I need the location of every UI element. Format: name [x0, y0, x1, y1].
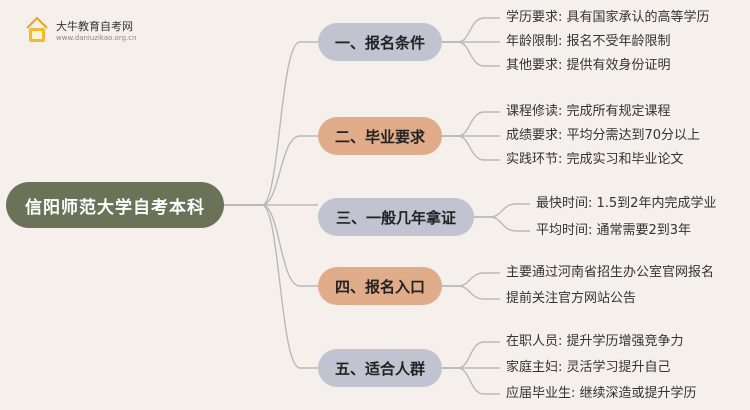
logo-url: www.daniuzikao.org.cn [56, 34, 137, 42]
leaf-practice: 实践环节: 完成实习和毕业论文 [506, 152, 684, 167]
root-topic: 信阳师范大学自考本科 [6, 182, 224, 228]
leaf-working-people: 在职人员: 提升学历增强竞争力 [506, 334, 684, 349]
connector-root-b2 [224, 135, 318, 206]
connector-root-b4 [224, 204, 318, 287]
branch-years-to-certificate: 三、一般几年拿证 [318, 198, 474, 236]
branch-graduation-requirements: 二、毕业要求 [318, 117, 442, 155]
branch-registration-requirements: 一、报名条件 [318, 23, 442, 61]
leaf-course-study: 课程修读: 完成所有规定课程 [506, 104, 671, 119]
logo-title: 大牛教育自考网 [56, 20, 133, 33]
leaf-age-limit: 年龄限制: 报名不受年龄限制 [506, 34, 671, 49]
connector-root-b1 [224, 41, 318, 206]
leaf-homemakers: 家庭主妇: 灵活学习提升自己 [506, 360, 671, 375]
leaf-education-requirement: 学历要求: 具有国家承认的高等学历 [506, 10, 710, 25]
leaf-average-time: 平均时间: 通常需要2到3年 [536, 223, 692, 238]
connector-root-b5 [224, 204, 318, 369]
leaf-grade-requirement: 成绩要求: 平均分需达到70分以上 [506, 128, 701, 143]
branch-registration-portal: 四、报名入口 [318, 267, 442, 305]
leaf-fastest-time: 最快时间: 1.5到2年内完成学业 [536, 196, 717, 211]
leaf-other-requirements: 其他要求: 提供有效身份证明 [506, 58, 671, 73]
leaf-announcements: 提前关注官方网站公告 [506, 291, 637, 306]
leaf-graduates: 应届毕业生: 继续深造或提升学历 [506, 386, 697, 401]
book-logo-icon [26, 16, 48, 42]
leaf-official-site: 主要通过河南省招生办公室官网报名 [506, 265, 715, 280]
branch-target-audience: 五、适合人群 [318, 349, 442, 387]
